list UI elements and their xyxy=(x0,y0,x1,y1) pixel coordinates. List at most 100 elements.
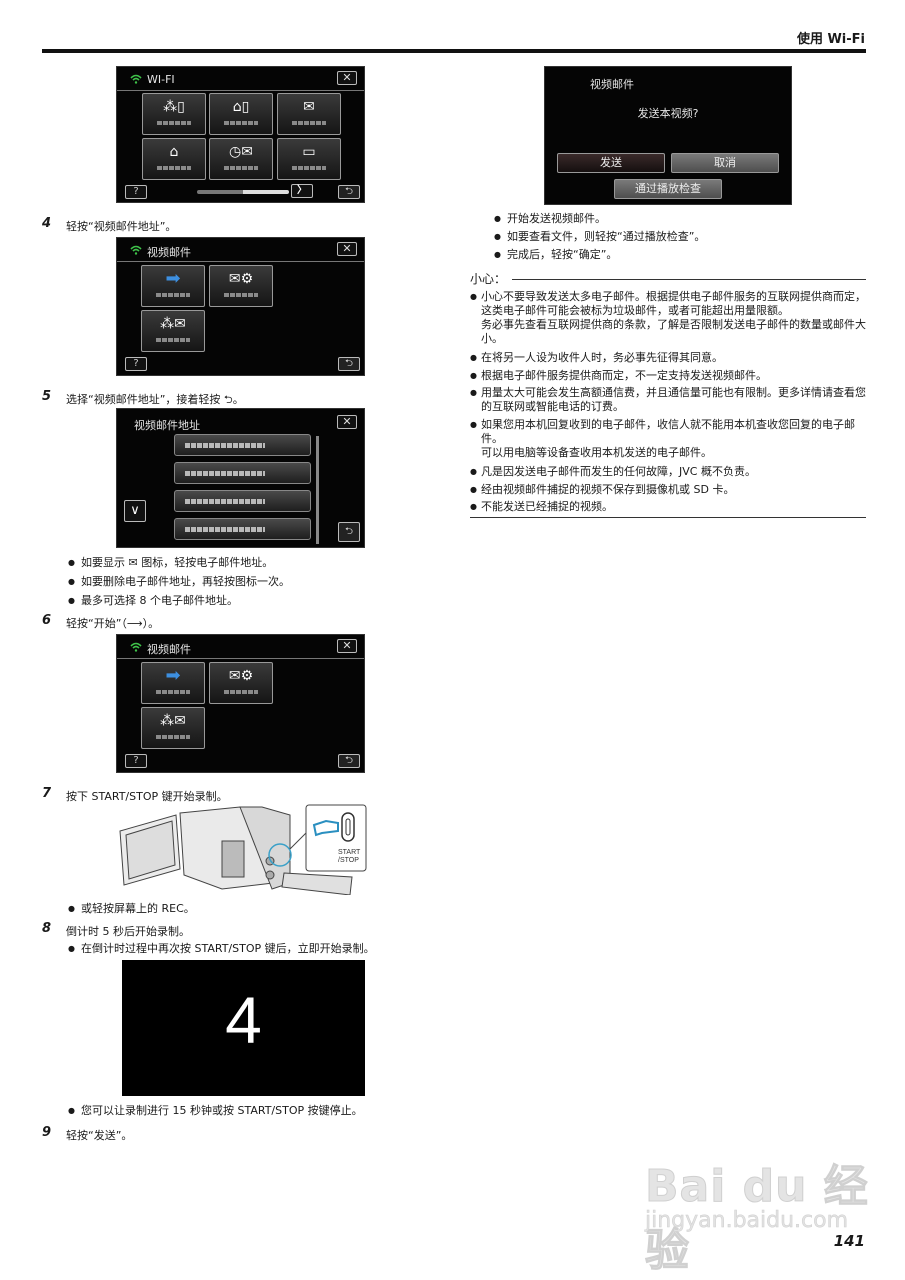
address-entry-3[interactable] xyxy=(174,490,311,512)
masked-label xyxy=(156,690,190,694)
camera-signal-phone-icon: ⁂▯ xyxy=(163,99,185,115)
step-text: 倒计时 5 秒后开始录制。 xyxy=(66,925,190,938)
address-entry-2[interactable] xyxy=(174,462,311,484)
scroll-down-button[interactable]: ∨ xyxy=(124,500,146,522)
step-text: 轻按“视频邮件地址”。 xyxy=(66,220,177,233)
help-button[interactable]: ? xyxy=(125,754,147,768)
camera-home-phone-icon: ⌂▯ xyxy=(232,99,250,115)
arrow-right-icon: ➡ xyxy=(165,665,181,686)
help-button[interactable]: ? xyxy=(125,185,147,199)
mail-settings-tile[interactable]: ✉⚙ xyxy=(209,662,273,704)
wifi-tile-2[interactable]: ⌂▯ xyxy=(209,93,273,135)
masked-label xyxy=(156,293,190,297)
screen-titlebar: 视频邮件 ✕ xyxy=(117,635,364,659)
close-button[interactable]: ✕ xyxy=(337,242,357,256)
screen-title: 视频邮件地址 xyxy=(134,419,200,432)
camera-mail-icon: ⁂✉ xyxy=(160,713,186,729)
masked-address xyxy=(185,471,265,476)
masked-label xyxy=(157,121,191,125)
watermark-brand: Bai du 经验 xyxy=(645,1161,869,1277)
back-button[interactable]: ⮌ xyxy=(338,185,360,199)
check-playback-button[interactable]: 通过播放检查 xyxy=(614,179,722,199)
address-entry-4[interactable] xyxy=(174,518,311,540)
wifi-tile-3[interactable]: ✉ xyxy=(277,93,341,135)
close-button[interactable]: ✕ xyxy=(337,639,357,653)
bullet: 如要显示 ✉ 图标，轻按电子邮件地址。 xyxy=(68,555,273,570)
page-scrollbar[interactable] xyxy=(197,190,289,194)
address-tile[interactable]: ⁂✉ xyxy=(141,310,205,352)
bullet: 完成后，轻按“确定”。 xyxy=(494,247,617,262)
bullet: 在倒计时过程中再次按 START/STOP 键后，立即开始录制。 xyxy=(68,941,375,956)
back-button[interactable]: ⮌ xyxy=(338,754,360,768)
start-tile[interactable]: ➡ xyxy=(141,662,205,704)
step-number: 6 xyxy=(42,613,52,628)
wifi-icon xyxy=(130,642,142,652)
screen-title: WI-FI xyxy=(147,73,175,86)
masked-address xyxy=(185,499,265,504)
page-number: 141 xyxy=(833,1232,865,1250)
camcorder-illustration: START /STOP xyxy=(119,804,367,895)
help-button[interactable]: ? xyxy=(125,357,147,371)
screen-title: 视频邮件 xyxy=(147,246,191,259)
bullet: 或轻按屏幕上的 REC。 xyxy=(68,901,195,916)
wifi-icon xyxy=(130,74,142,84)
mail-settings-tile[interactable]: ✉⚙ xyxy=(209,265,273,307)
caution-item: 小心不要导致发送太多电子邮件。根据提供电子邮件服务的互联网提供商而定，这类电子邮… xyxy=(470,290,868,346)
step-text: 选择“视频邮件地址”，接着轻按 ⮌。 xyxy=(66,393,244,406)
mail-settings-icon: ✉⚙ xyxy=(228,271,254,287)
wifi-tile-6[interactable]: ▭ xyxy=(277,138,341,180)
wifi-tile-4[interactable]: ⌂ xyxy=(142,138,206,180)
start-tile[interactable]: ➡ xyxy=(141,265,205,307)
list-scrollbar[interactable] xyxy=(316,436,319,544)
camera-mail-icon: ⁂✉ xyxy=(160,316,186,332)
step-number: 5 xyxy=(42,389,52,404)
wifi-tile-1[interactable]: ⁂▯ xyxy=(142,93,206,135)
masked-label xyxy=(292,166,326,170)
caution-item: 经由视频邮件捕捉的视频不保存到摄像机或 SD 卡。 xyxy=(470,483,868,497)
masked-label xyxy=(292,121,326,125)
step-text: 轻按“开始”（⟶）。 xyxy=(66,617,160,630)
caution-item: 根据电子邮件服务提供商而定，不一定支持发送视频邮件。 xyxy=(470,369,868,383)
countdown-value: 4 xyxy=(225,983,262,1057)
step-number: 9 xyxy=(42,1125,52,1140)
clock-mail-icon: ◷✉ xyxy=(229,144,253,160)
wifi-tile-5[interactable]: ◷✉ xyxy=(209,138,273,180)
send-button[interactable]: 发送 xyxy=(557,153,665,173)
masked-label xyxy=(224,690,258,694)
bullet: 您可以让录制进行 15 秒钟或按 START/STOP 按键停止。 xyxy=(68,1103,363,1118)
video-mail-icon: ✉ xyxy=(303,99,315,115)
home-camera-icon: ⌂ xyxy=(169,144,179,160)
close-button[interactable]: ✕ xyxy=(337,415,357,429)
step-text: 轻按“发送”。 xyxy=(66,1129,133,1142)
arrow-right-icon: ➡ xyxy=(165,268,181,289)
bullet: 如要删除电子邮件地址，再轻按图标一次。 xyxy=(68,574,290,589)
video-mail-screen-start: 视频邮件 ✕ ➡ ✉⚙ ⁂✉ ? ⮌ xyxy=(116,634,365,773)
mail-settings-icon: ✉⚙ xyxy=(228,668,254,684)
step-number: 4 xyxy=(42,216,52,231)
camera-tv-icon: ▭ xyxy=(302,144,316,160)
masked-label xyxy=(224,121,258,125)
address-tile[interactable]: ⁂✉ xyxy=(141,707,205,749)
step-number: 8 xyxy=(42,921,52,936)
wifi-menu-screen: WI-FI ✕ ⁂▯ ⌂▯ ✉ ⌂ ◷✉ ▭ ? 〉 ⮌ xyxy=(116,66,365,203)
address-entry-1[interactable] xyxy=(174,434,311,456)
countdown-screen: 4 xyxy=(122,960,365,1096)
next-page-button[interactable]: 〉 xyxy=(291,184,313,198)
cancel-button[interactable]: 取消 xyxy=(671,153,779,173)
back-button[interactable]: ⮌ xyxy=(338,357,360,371)
caution-item: 如果您用本机回复收到的电子邮件，收信人就不能用本机查收您回复的电子邮件。 可以用… xyxy=(470,418,868,460)
caution-item: 用量太大可能会发生高额通信费，并且通信量可能也有限制。更多详情请查看您的互联网或… xyxy=(470,386,868,414)
send-confirm-dialog: 视频邮件 发送本视频? 发送 取消 通过播放检查 xyxy=(544,66,792,205)
caution-item: 凡是因发送电子邮件而发生的任何故障，JVC 概不负责。 xyxy=(470,465,868,479)
step-text: 按下 START/STOP 键开始录制。 xyxy=(66,790,228,803)
screen-title: 视频邮件 xyxy=(147,643,191,656)
bullet: 如要查看文件，则轻按“通过播放检查”。 xyxy=(494,229,705,244)
caution-label: 小心： xyxy=(470,272,507,286)
section-title: 使用 Wi-Fi xyxy=(796,32,865,47)
close-button[interactable]: ✕ xyxy=(337,71,357,85)
masked-label xyxy=(156,735,190,739)
caution-rule xyxy=(512,279,866,280)
wifi-icon xyxy=(130,245,142,255)
dialog-message: 发送本视频? xyxy=(637,107,699,120)
back-button[interactable]: ⮌ xyxy=(338,522,360,542)
